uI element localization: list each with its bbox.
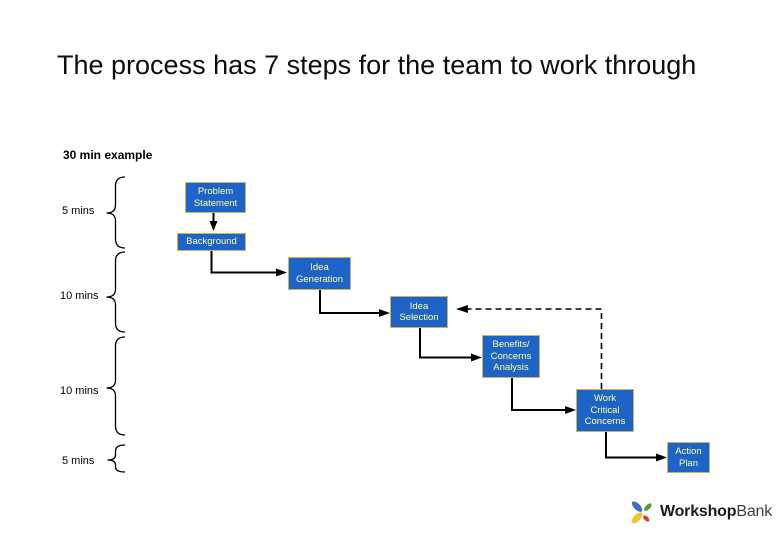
step-label: Idea Generation — [295, 262, 343, 285]
workshopbank-logo: WorkshopBank — [629, 496, 772, 528]
example-heading: 30 min example — [63, 148, 153, 162]
time-label-segment-3: 10 mins — [60, 385, 99, 397]
connector-4-5 — [419, 328, 471, 359]
time-label-segment-2: 10 mins — [60, 290, 99, 302]
arrowhead-left-feedback — [456, 305, 468, 313]
step-benefits-concerns-analysis: Benefits/ Concerns Analysis — [482, 335, 540, 378]
step-label: Problem Statement — [193, 186, 238, 209]
step-idea-selection: Idea Selection — [390, 296, 448, 328]
time-label-segment-1: 5 mins — [62, 205, 95, 217]
step-label: Work Critical Concerns — [584, 393, 626, 428]
arrowhead-right-2 — [276, 268, 287, 277]
step-action-plan: Action Plan — [667, 442, 710, 473]
time-braces — [106, 176, 126, 473]
connector-3-4 — [319, 290, 379, 314]
time-brace-2 — [106, 251, 126, 333]
step-work-critical-concerns: Work Critical Concerns — [576, 389, 634, 432]
slide-title: The process has 7 steps for the team to … — [57, 50, 697, 80]
step-background: Background — [177, 233, 246, 251]
time-brace-3 — [106, 336, 126, 436]
workshopbank-logo-mark-icon — [631, 501, 652, 524]
connector-6-7 — [605, 432, 656, 459]
arrowhead-right-3 — [379, 309, 390, 317]
step-idea-generation: Idea Generation — [288, 257, 351, 290]
connector-2-3 — [210, 251, 276, 274]
flow-connectors — [210, 213, 656, 459]
feedback-dashed-arrow — [456, 305, 603, 389]
flow-arrowheads — [209, 221, 667, 462]
step-problem-statement: Problem Statement — [185, 182, 246, 213]
connector-5-6 — [511, 378, 565, 411]
time-label-segment-4: 5 mins — [62, 455, 95, 467]
step-label: Action Plan — [675, 446, 702, 469]
logo-wordmark: WorkshopBank — [660, 503, 772, 521]
arrowhead-right-4 — [471, 353, 482, 362]
arrowhead-right-5 — [565, 406, 576, 414]
step-label: Background — [186, 236, 237, 248]
logo-text-bank: Bank — [736, 503, 773, 520]
step-label: Benefits/ Concerns Analysis — [490, 339, 532, 374]
arrowhead-down-1 — [209, 221, 218, 231]
time-brace-1 — [106, 176, 126, 249]
time-brace-4 — [107, 444, 126, 473]
logo-text-workshop: Workshop — [660, 503, 737, 520]
arrowhead-right-6 — [656, 453, 667, 462]
step-label: Idea Selection — [399, 300, 439, 323]
